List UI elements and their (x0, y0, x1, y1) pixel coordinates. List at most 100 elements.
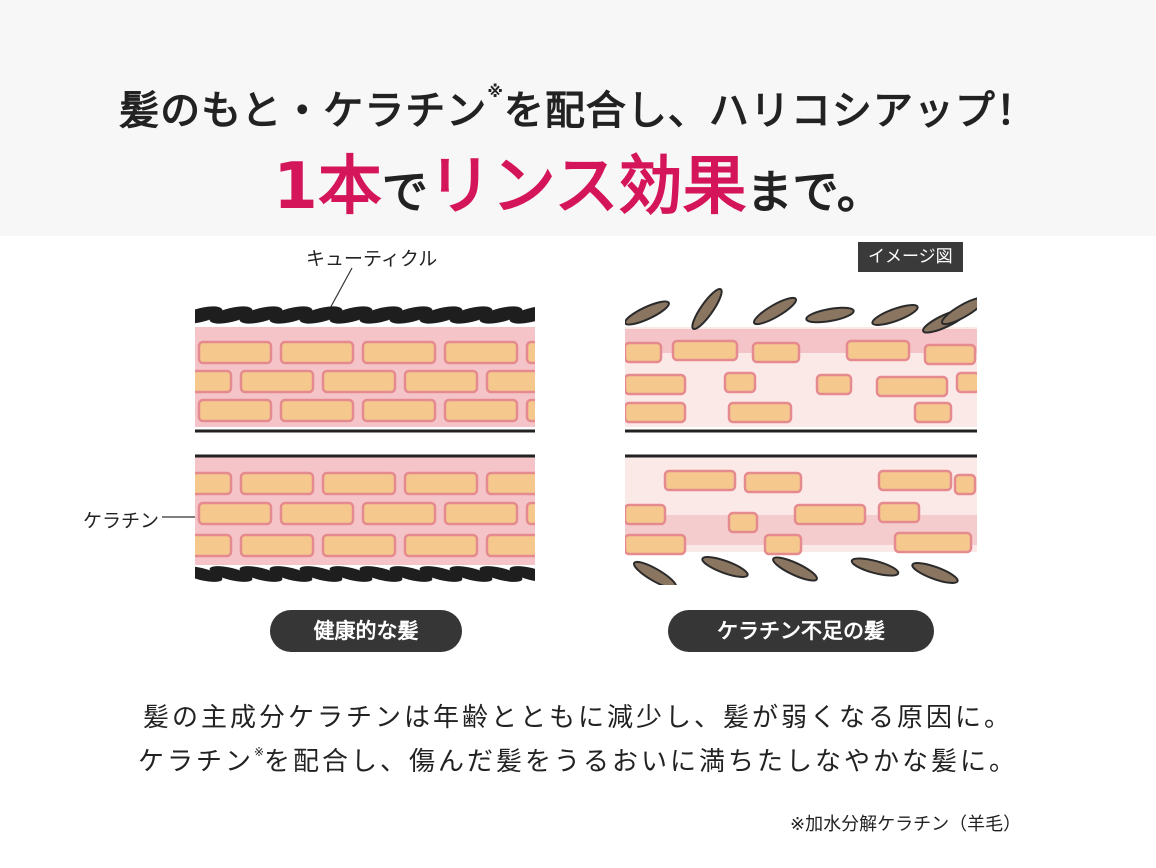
keratin-brick (751, 341, 801, 364)
cuticle-scale (479, 306, 523, 324)
cuticle-scale (449, 306, 493, 324)
keratin-brick (955, 371, 977, 394)
cuticle-scale (239, 306, 283, 324)
keratin-brick (239, 471, 315, 496)
damaged-cuticle-scale (941, 296, 977, 326)
keratin-brick (625, 401, 687, 424)
keratin-brick (671, 339, 739, 362)
headline-text-rest: を配合し、ハリコシアップ！ (503, 88, 1037, 134)
keratin-brick (443, 398, 519, 423)
keratin-brick (443, 340, 519, 365)
keratin-brick (877, 469, 953, 492)
keratin-brick (743, 471, 803, 494)
cuticle-scale (509, 566, 535, 582)
body-line-2: ケラチン※を配合し、傷んだ髪をうるおいに満ちたしなやかな髪に。 (0, 741, 1156, 778)
keratin-brick (875, 375, 949, 398)
subhead-ending: まで。 (746, 165, 883, 219)
keratin-brick (361, 398, 437, 423)
keratin-brick (893, 531, 973, 554)
damaged-cuticle-scale (772, 556, 818, 582)
keratin-brick (525, 501, 535, 526)
header-band (0, 0, 1156, 236)
cuticle-scale (239, 566, 283, 582)
body-line-2-rest: を配合し、傷んだ髪をうるおいに満ちたしなやかな髪に。 (264, 747, 1019, 777)
cuticle-scale (419, 306, 463, 324)
cuticle-scale (195, 566, 223, 582)
keratin-brick (793, 503, 867, 526)
damaged-cuticle-scale (701, 556, 749, 578)
cuticle-scale (419, 566, 463, 582)
keratin-brick (913, 401, 953, 424)
headline-text: 髪のもと・ケラチン (119, 88, 488, 134)
cuticle-scale (269, 306, 313, 324)
keratin-brick (279, 340, 355, 365)
cuticle-scale (389, 566, 433, 582)
keratin-brick (625, 533, 687, 556)
keratin-brick (815, 373, 853, 396)
cuticle-scale (195, 306, 223, 324)
cuticle-scale (269, 566, 313, 582)
keratin-brick (321, 533, 397, 558)
keratin-brick (525, 398, 535, 423)
headline-note-mark: ※ (487, 82, 504, 101)
image-tag: イメージ図 (858, 242, 963, 272)
keratin-brick (443, 501, 519, 526)
keratin-brick (361, 340, 437, 365)
keratin-brick (485, 369, 535, 394)
subhead-particle: で (381, 165, 428, 219)
subhead-one-bottle: 1本 (273, 150, 382, 224)
cuticle-scale (209, 566, 253, 582)
keratin-brick (195, 369, 233, 394)
keratin-brick (485, 471, 535, 496)
damaged-hair-illustration (625, 288, 977, 585)
keratin-brick (279, 398, 355, 423)
keratin-brick (845, 339, 911, 362)
cuticle-scale (479, 566, 523, 582)
cuticle-scale (329, 566, 373, 582)
keratin-brick (723, 371, 757, 394)
keratin-brick (727, 401, 793, 424)
damaged-cuticle-scale (691, 288, 723, 330)
damaged-cuticle-scale (753, 296, 797, 326)
body-line-2-start: ケラチン (137, 747, 254, 777)
cuticle-scale (209, 306, 253, 324)
damaged-cuticle-scale (625, 300, 670, 326)
keratin-brick (321, 471, 397, 496)
keratin-brick (877, 501, 921, 524)
cuticle-scale (299, 566, 343, 582)
cuticle-scale (359, 566, 403, 582)
keratin-brick (923, 343, 977, 366)
keratin-brick (279, 501, 355, 526)
healthy-hair-illustration (195, 306, 535, 582)
cuticle-scale (329, 306, 373, 324)
cuticle-label: キューティクル (306, 248, 438, 270)
cuticle-scale (389, 306, 433, 324)
keratin-brick (403, 471, 479, 496)
keratin-brick (525, 340, 535, 365)
keratin-brick (625, 341, 663, 364)
damaged-cuticle-scale (850, 557, 900, 577)
keratin-brick (625, 373, 687, 396)
cuticle-scale (299, 306, 343, 324)
keratin-brick (197, 501, 273, 526)
keratin-brick (663, 469, 737, 492)
body-line-1: 髪の主成分ケラチンは年齢とともに減少し、髪が弱くなる原因に。 (142, 703, 1013, 733)
keratin-brick (197, 340, 273, 365)
cuticle-scale (509, 306, 535, 324)
keratin-brick (403, 369, 479, 394)
keratin-brick (953, 473, 977, 496)
keratin-brick (361, 501, 437, 526)
subhead: 1本でリンス効果まで。 (0, 150, 1156, 240)
damaged-hair-caption: ケラチン不足の髪 (668, 610, 934, 652)
subhead-rinse-effect: リンス効果 (427, 150, 747, 224)
body-note-mark: ※ (253, 745, 265, 759)
damaged-cuticle-scale (633, 560, 677, 585)
keratin-brick (485, 533, 535, 558)
keratin-brick (239, 533, 315, 558)
keratin-brick (727, 511, 759, 534)
headline: 髪のもと・ケラチン※を配合し、ハリコシアップ！ (0, 78, 1156, 136)
cuticle-scale (449, 566, 493, 582)
keratin-brick (625, 503, 667, 526)
damaged-cuticle-scale (871, 304, 919, 326)
